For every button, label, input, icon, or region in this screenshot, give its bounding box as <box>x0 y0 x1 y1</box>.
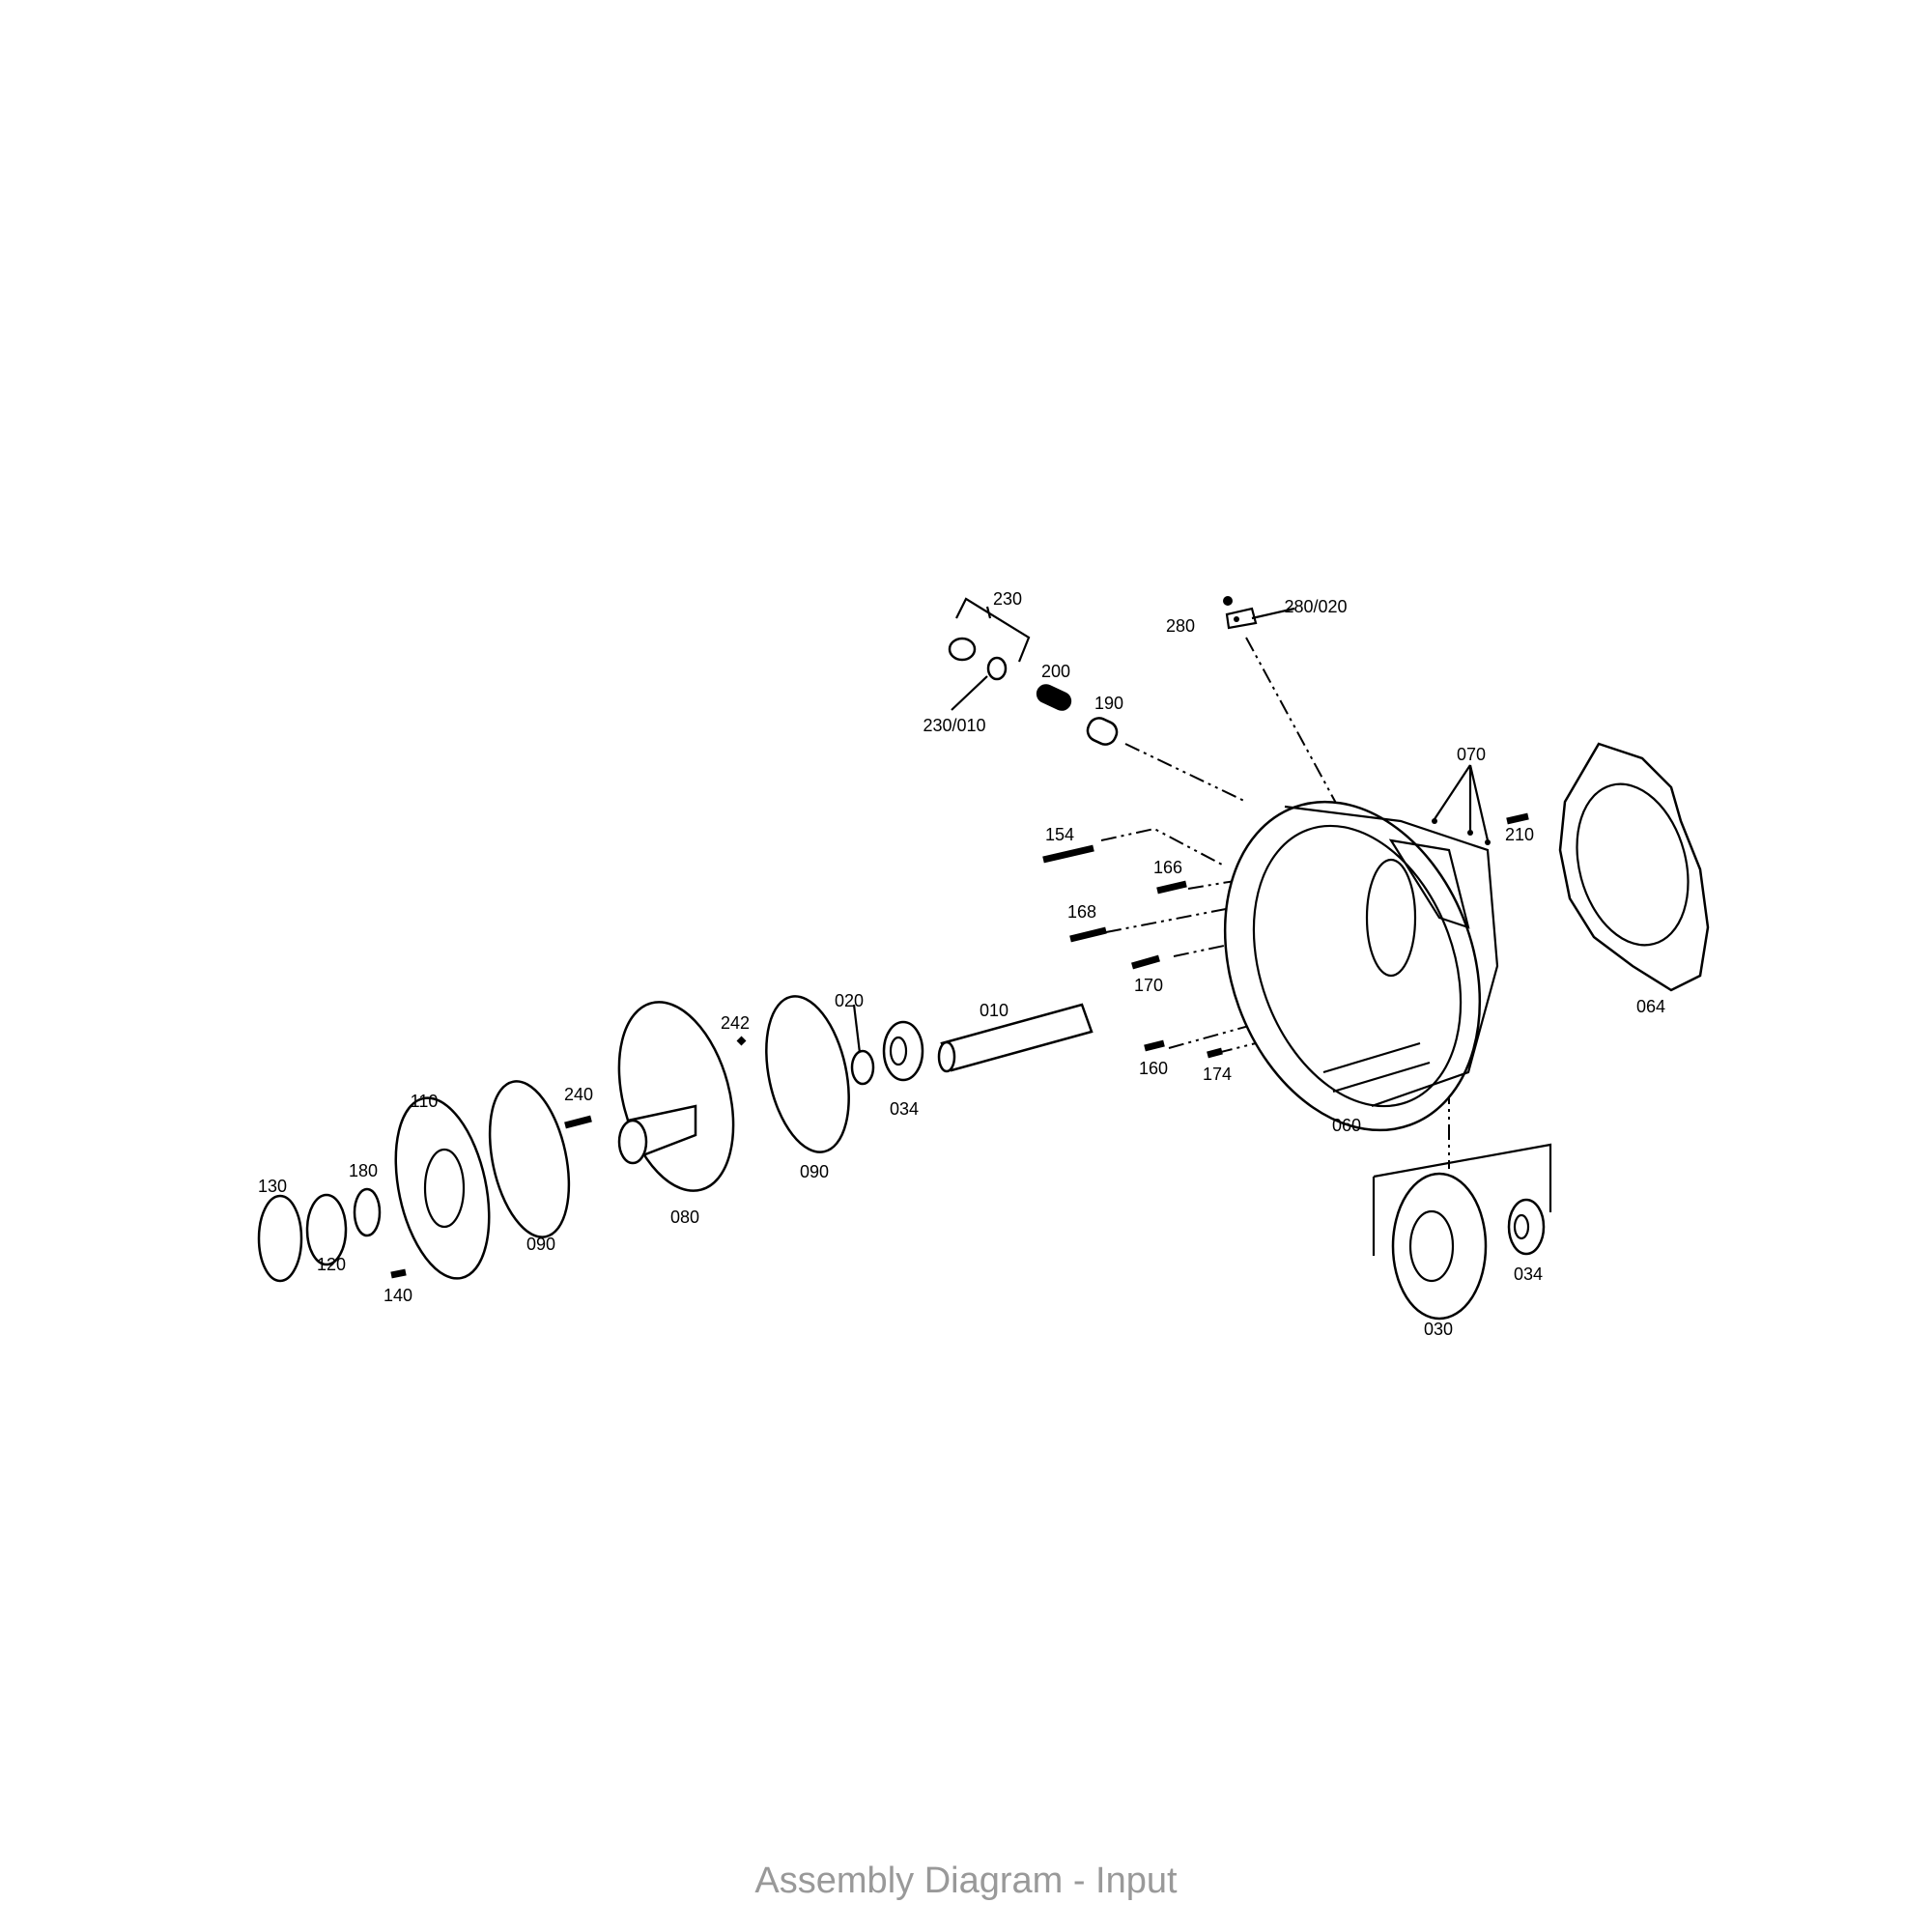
label-230-010: 230/010 <box>923 716 985 735</box>
label-034: 034 <box>890 1099 919 1119</box>
label-160: 160 <box>1139 1059 1168 1078</box>
label-090-2: 090 <box>526 1235 555 1254</box>
part-090-oring-2[interactable] <box>477 1074 582 1244</box>
label-242: 242 <box>721 1013 750 1033</box>
part-230-cap[interactable] <box>948 637 977 662</box>
part-090-oring[interactable] <box>753 988 862 1159</box>
part-080-cover[interactable] <box>600 989 753 1204</box>
part-064-gasket[interactable] <box>1558 742 1710 992</box>
bolt-174[interactable] <box>1207 1047 1223 1059</box>
label-070: 070 <box>1457 745 1486 764</box>
part-060-housing[interactable] <box>1181 766 1524 1166</box>
part-030-gear[interactable] <box>1391 1172 1488 1321</box>
label-174: 174 <box>1203 1065 1232 1084</box>
label-280-020: 280/020 <box>1284 597 1347 616</box>
part-120-ring[interactable] <box>305 1193 348 1266</box>
part-010-shaft[interactable] <box>937 1003 1094 1073</box>
bolt-160[interactable] <box>1144 1039 1165 1052</box>
label-168: 168 <box>1067 902 1096 922</box>
label-180: 180 <box>349 1161 378 1180</box>
label-120: 120 <box>317 1255 346 1274</box>
part-110-housing[interactable] <box>381 1090 504 1288</box>
label-200: 200 <box>1041 662 1070 681</box>
part-labels: 230 230/010 200 190 280 280/020 070 210 … <box>258 589 1665 1339</box>
label-110: 110 <box>411 1092 439 1111</box>
part-180-ring[interactable] <box>353 1187 382 1237</box>
bolt-240[interactable] <box>564 1115 592 1129</box>
label-166: 166 <box>1153 858 1182 877</box>
label-020: 020 <box>835 991 864 1010</box>
label-240: 240 <box>564 1085 593 1104</box>
part-210-pin[interactable] <box>1506 812 1529 825</box>
label-034-2: 034 <box>1514 1264 1543 1284</box>
bolt-154[interactable] <box>1042 844 1094 864</box>
part-020-ring[interactable] <box>850 1049 875 1086</box>
part-230-010-oring[interactable] <box>986 656 1008 681</box>
label-060: 060 <box>1332 1116 1361 1135</box>
part-130-seal[interactable] <box>257 1194 303 1283</box>
label-210: 210 <box>1505 825 1534 844</box>
label-170: 170 <box>1134 976 1163 995</box>
label-140: 140 <box>384 1286 412 1305</box>
part-280-bolts[interactable] <box>1223 596 1239 622</box>
bolt-168[interactable] <box>1069 926 1107 943</box>
label-190: 190 <box>1094 694 1123 713</box>
part-190-sleeve[interactable] <box>1084 715 1120 748</box>
bolt-166[interactable] <box>1156 880 1187 895</box>
part-070-balls[interactable] <box>1432 818 1491 845</box>
label-080: 080 <box>670 1208 699 1227</box>
label-280: 280 <box>1166 616 1195 636</box>
part-034-bearing[interactable] <box>882 1020 924 1082</box>
label-064: 064 <box>1636 997 1665 1016</box>
label-154: 154 <box>1045 825 1074 844</box>
label-010: 010 <box>980 1001 1009 1020</box>
part-034-bearing-2[interactable] <box>1507 1198 1546 1256</box>
diagram-caption: Assembly Diagram - Input <box>754 1861 1178 1901</box>
label-230: 230 <box>993 589 1022 609</box>
part-242-pin[interactable] <box>736 1036 747 1046</box>
bolt-170[interactable] <box>1131 954 1160 970</box>
label-130: 130 <box>258 1177 287 1196</box>
bolt-140[interactable] <box>390 1268 407 1279</box>
label-090: 090 <box>800 1162 829 1181</box>
part-200-plug[interactable] <box>1034 681 1075 714</box>
label-030: 030 <box>1424 1320 1453 1339</box>
